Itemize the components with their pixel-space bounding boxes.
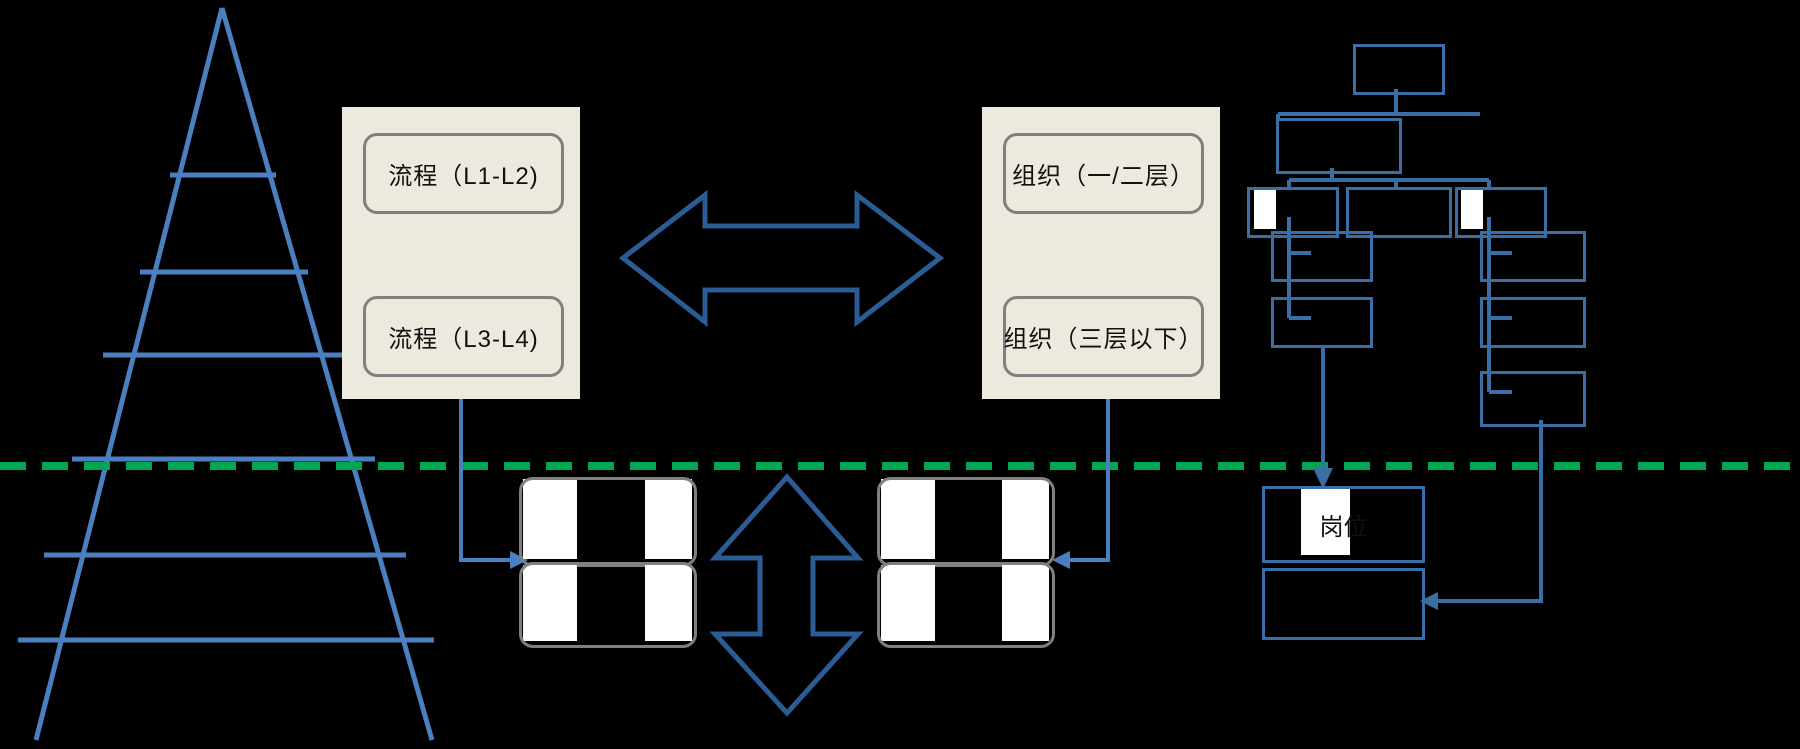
vertical-double-arrow — [709, 473, 864, 717]
process-box-l1-l2[interactable]: 流程（L1-L2) — [363, 133, 564, 214]
bottom-right-box-1[interactable] — [877, 477, 1055, 567]
selection-highlight — [645, 479, 692, 559]
bottom-left-box-2[interactable] — [519, 562, 697, 648]
selection-highlight — [1002, 479, 1049, 559]
org-node-l3-c-label — [1458, 190, 1544, 235]
bottom-left-box-1[interactable] — [519, 477, 697, 567]
org-node-c3[interactable] — [1480, 371, 1586, 427]
org-node-c1[interactable] — [1480, 231, 1586, 282]
selection-highlight — [881, 479, 935, 559]
org-node-a1-label — [1274, 234, 1370, 279]
selection-highlight — [645, 565, 692, 641]
org-node-level2-label — [1279, 121, 1399, 171]
org-box-level3[interactable]: 组织（三层以下） — [1003, 296, 1204, 377]
org-node-l3-b[interactable] — [1346, 187, 1452, 238]
org-node-a2-label — [1274, 300, 1370, 345]
horizontal-double-arrow — [618, 189, 945, 328]
org-node-post[interactable]: 岗位 — [1262, 486, 1425, 563]
org-box-level3-label: 组织（三层以下） — [1003, 326, 1204, 353]
process-box-l3-l4[interactable]: 流程（L3-L4) — [363, 296, 564, 377]
org-node-a1[interactable] — [1271, 231, 1373, 282]
org-node-l3-a[interactable] — [1247, 187, 1339, 238]
org-node-level2[interactable] — [1276, 118, 1402, 174]
selection-highlight — [523, 565, 577, 641]
selection-highlight — [1461, 190, 1483, 229]
pyramid — [18, 7, 435, 741]
pyramid-right-edge — [219, 7, 435, 741]
org-node-l3-b-label — [1349, 190, 1449, 235]
process-to-role-connector — [459, 372, 528, 569]
org-chart-connectors — [1276, 89, 1543, 610]
selection-highlight — [523, 479, 577, 559]
org-node-l3-c[interactable] — [1455, 187, 1547, 238]
org-node-l3-a-label — [1250, 190, 1336, 235]
org-to-role-connector — [1052, 372, 1110, 569]
bottom-right-box-2[interactable] — [877, 562, 1055, 648]
selection-highlight — [1002, 565, 1049, 641]
org-node-c1-label — [1483, 234, 1583, 279]
org-box-level12-label: 组织（一/二层） — [1012, 163, 1195, 190]
org-node-root-label — [1356, 47, 1442, 92]
org-node-post-label: 岗位 — [1319, 514, 1368, 541]
org-node-c3-label — [1483, 374, 1583, 424]
org-node-c2[interactable] — [1480, 297, 1586, 348]
pyramid-left-edge — [33, 7, 225, 741]
org-node-a2[interactable] — [1271, 297, 1373, 348]
org-node-root[interactable] — [1353, 44, 1445, 95]
org-node-post2-label — [1265, 571, 1422, 637]
process-box-l3-l4-label: 流程（L3-L4) — [388, 326, 539, 353]
selection-highlight — [1254, 190, 1276, 229]
org-node-post2[interactable] — [1262, 568, 1425, 640]
selection-highlight — [1301, 488, 1350, 555]
org-box-level12[interactable]: 组织（一/二层） — [1003, 133, 1204, 214]
process-box-l1-l2-label: 流程（L1-L2) — [388, 163, 539, 190]
selection-highlight — [881, 565, 935, 641]
org-node-c2-label — [1483, 300, 1583, 345]
